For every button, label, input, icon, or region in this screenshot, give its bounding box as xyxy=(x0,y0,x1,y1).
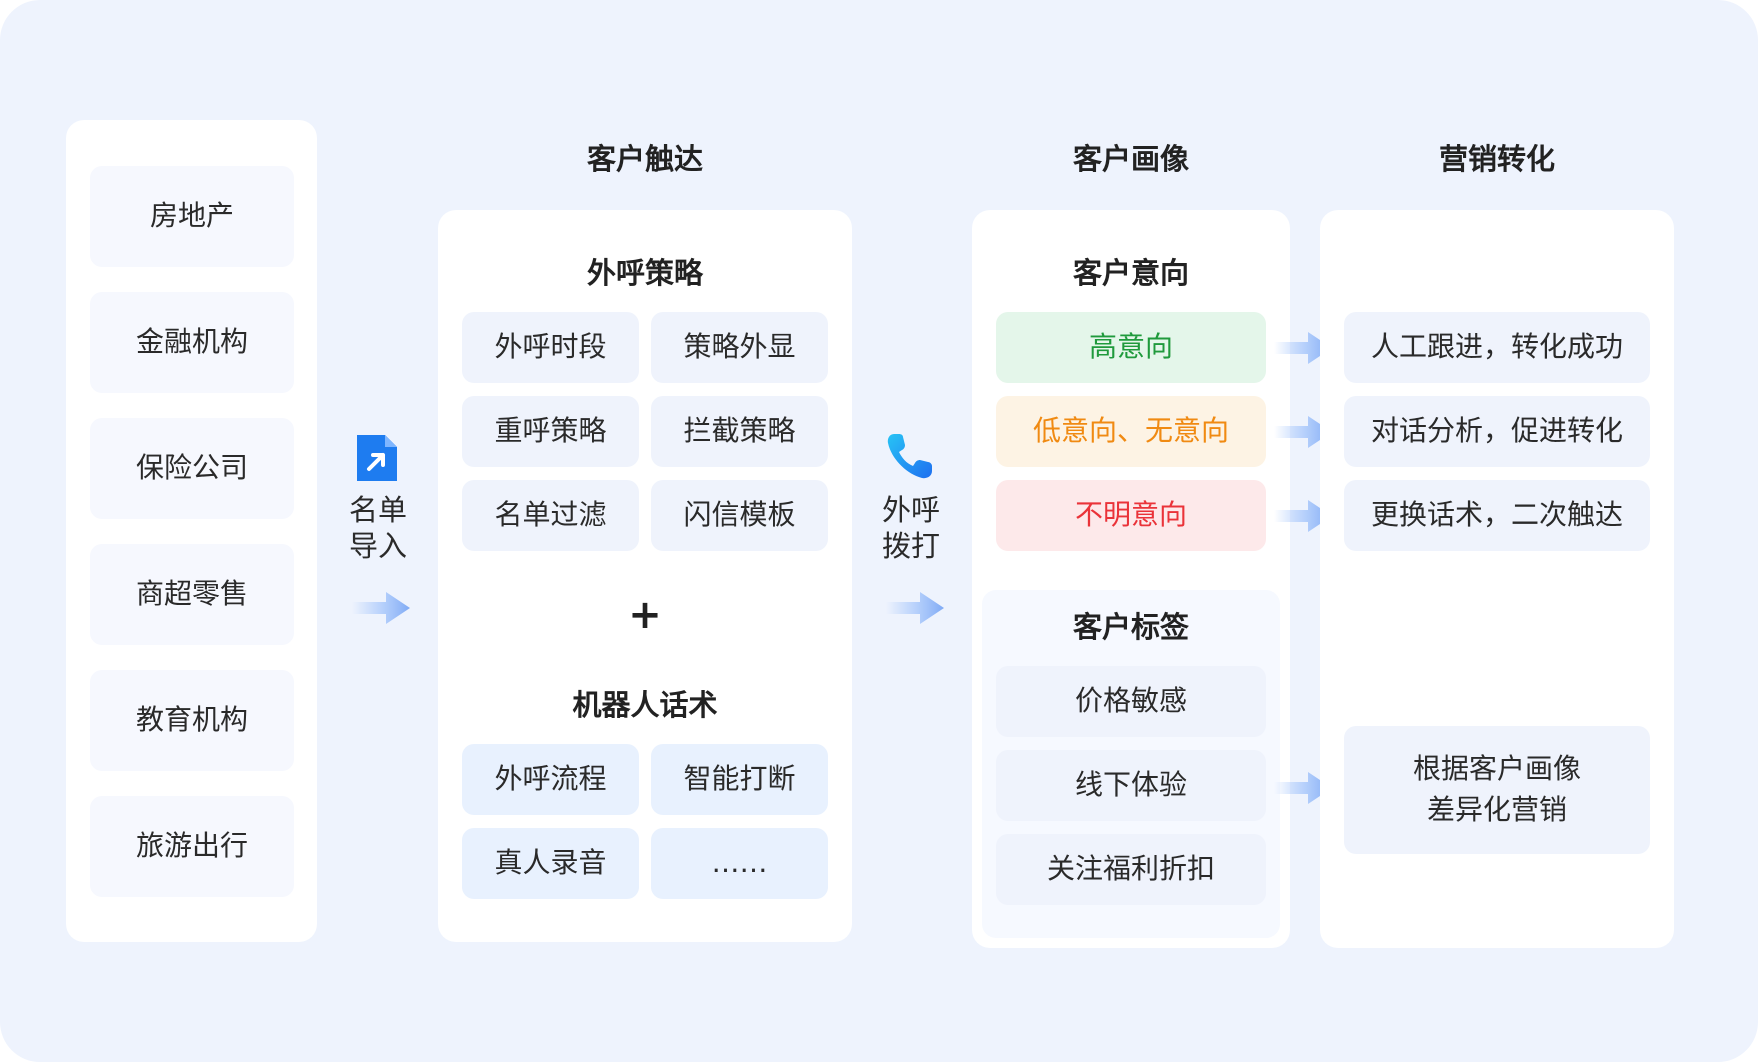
reach-header: 客户触达 xyxy=(586,142,703,176)
right-arrow-icon xyxy=(1274,772,1332,804)
intent-unknown-chip: 不明意向 xyxy=(996,480,1266,551)
plus-sign: + xyxy=(628,592,662,638)
intent-title: 客户意向 xyxy=(1072,256,1189,290)
conversion-action-chip: 更换话术，二次触达 xyxy=(1344,480,1650,551)
dial-label: 外呼 拨打 xyxy=(881,493,940,563)
strategy-chip: 重呼策略 xyxy=(462,396,639,467)
portrait-header: 客户画像 xyxy=(1072,142,1189,176)
industry-chip: 房地产 xyxy=(90,166,294,267)
tag-chip: 关注福利折扣 xyxy=(996,834,1266,905)
strategy-chip: 外呼时段 xyxy=(462,312,639,383)
right-arrow-icon xyxy=(1274,332,1332,364)
strategy-chip: 闪信模板 xyxy=(651,480,828,551)
tag-chip: 价格敏感 xyxy=(996,666,1266,737)
script-chip: …… xyxy=(651,828,828,899)
industry-chip: 金融机构 xyxy=(90,292,294,393)
intent-low-chip: 低意向、无意向 xyxy=(996,396,1266,467)
document-import-icon xyxy=(353,433,401,483)
strategy-chip: 名单过滤 xyxy=(462,480,639,551)
industry-chip: 商超零售 xyxy=(90,544,294,645)
industry-chip: 教育机构 xyxy=(90,670,294,771)
industry-chip: 旅游出行 xyxy=(90,796,294,897)
industry-chip: 保险公司 xyxy=(90,418,294,519)
script-chip: 真人录音 xyxy=(462,828,639,899)
intent-high-chip: 高意向 xyxy=(996,312,1266,383)
strategy-title: 外呼策略 xyxy=(586,256,703,290)
import-label: 名单 导入 xyxy=(348,493,407,563)
right-arrow-icon xyxy=(886,592,944,624)
script-chip: 外呼流程 xyxy=(462,744,639,815)
conversion-header: 营销转化 xyxy=(1438,142,1555,176)
portrait-marketing-chip: 根据客户画像 差异化营销 xyxy=(1344,726,1650,854)
right-arrow-icon xyxy=(352,592,410,624)
conversion-action-chip: 对话分析，促进转化 xyxy=(1344,396,1650,467)
strategy-chip: 拦截策略 xyxy=(651,396,828,467)
conversion-action-chip: 人工跟进，转化成功 xyxy=(1344,312,1650,383)
phone-icon xyxy=(884,430,936,482)
script-title: 机器人话术 xyxy=(572,688,718,722)
tag-chip: 线下体验 xyxy=(996,750,1266,821)
tags-title: 客户标签 xyxy=(1072,610,1189,644)
right-arrow-icon xyxy=(1274,416,1332,448)
script-chip: 智能打断 xyxy=(651,744,828,815)
right-arrow-icon xyxy=(1274,500,1332,532)
strategy-chip: 策略外显 xyxy=(651,312,828,383)
